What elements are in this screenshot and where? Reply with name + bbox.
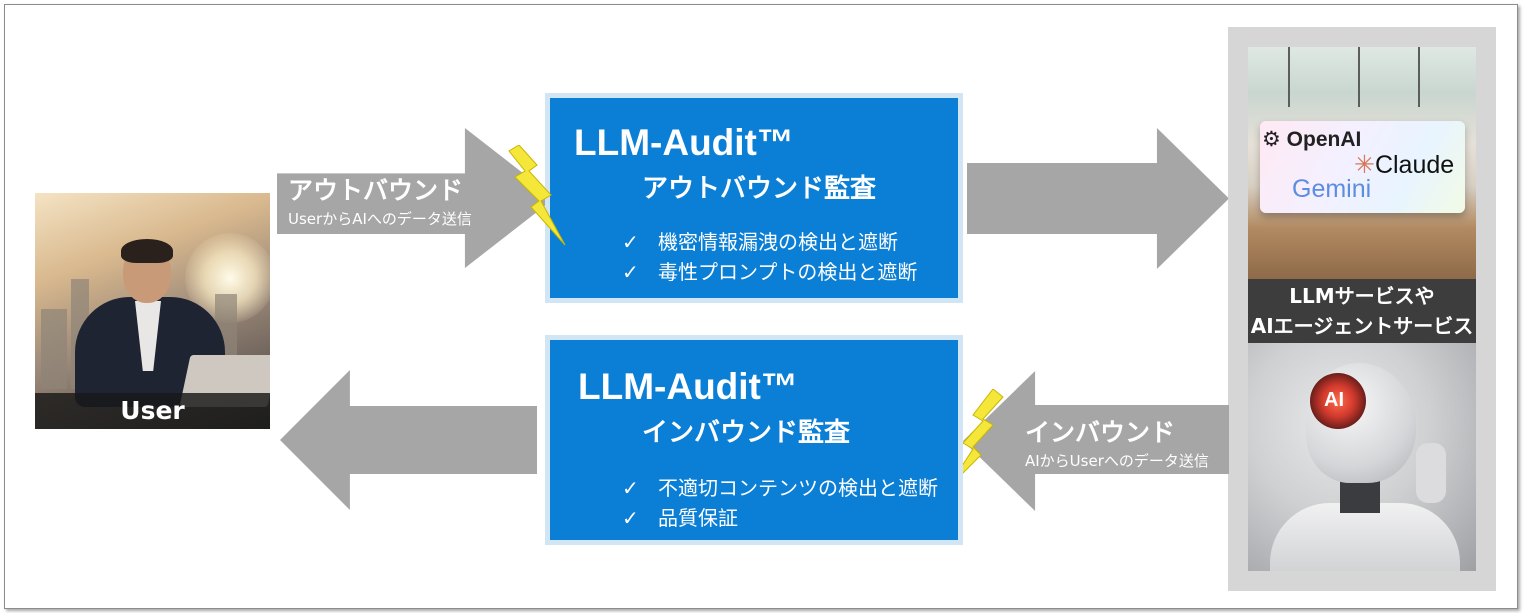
diagram-frame: User アウトバウンド UserからAIへのデータ送信 LLM-Audit™ …	[4, 4, 1518, 609]
outbound-audit-title: LLM-Audit™	[574, 122, 794, 163]
robot-hand	[1416, 443, 1446, 503]
inbound-check-item: ✓不適切コンテンツの検出と遮断	[622, 476, 938, 500]
lightning-icon	[508, 145, 566, 246]
building	[41, 309, 67, 389]
outbound-arrow-subtitle: UserからAIへのデータ送信	[288, 210, 472, 228]
inbound-audit-box: LLM-Audit™ インバウンド監査 ✓不適切コンテンツの検出と遮断 ✓品質保…	[545, 335, 963, 545]
gemini-logo: Gemini	[1292, 175, 1372, 203]
check-icon: ✓	[622, 476, 639, 500]
inbound-audit-subtitle: インバウンド監査	[642, 418, 851, 448]
inbound-check-item: ✓品質保証	[622, 506, 738, 530]
user-label: User	[35, 393, 270, 429]
inbound-audit-title: LLM-Audit™	[578, 366, 798, 407]
inbound-arrow-subtitle: AIからUserへのデータ送信	[1025, 452, 1209, 470]
robot-body	[1270, 503, 1460, 571]
person-hair	[121, 239, 173, 263]
ai-robot-photo: AI	[1248, 343, 1476, 571]
service-label-line1: LLMサービスや	[1289, 284, 1435, 308]
lightning-icon	[946, 389, 1004, 490]
check-icon: ✓	[622, 230, 639, 254]
to-service-arrow	[967, 128, 1229, 269]
service-photo-top: ⚙ OpenAI ✳Claude Gemini	[1248, 47, 1476, 279]
service-label: LLMサービスや AIエージェントサービス	[1248, 279, 1476, 343]
service-panel: ⚙ OpenAI ✳Claude Gemini LLMサービスや AIエージェン…	[1228, 27, 1496, 591]
check-icon: ✓	[622, 260, 639, 284]
robot-ai-text: AI	[1324, 389, 1344, 411]
claude-logo: ✳Claude	[1354, 151, 1455, 179]
openai-logo: ⚙ OpenAI	[1262, 128, 1362, 151]
service-label-line2: AIエージェントサービス	[1250, 314, 1474, 338]
outbound-check-item: ✓機密情報漏洩の検出と遮断	[622, 230, 898, 254]
laptop-screen	[1260, 121, 1465, 213]
check-icon: ✓	[622, 506, 639, 530]
service-image: ⚙ OpenAI ✳Claude Gemini LLMサービスや AIエージェン…	[1248, 47, 1476, 571]
robot-brain	[1310, 373, 1366, 429]
outbound-check-item: ✓毒性プロンプトの検出と遮断	[622, 260, 918, 284]
outbound-audit-subtitle: アウトバウンド監査	[642, 174, 877, 204]
outbound-audit-box: LLM-Audit™ アウトバウンド監査 ✓機密情報漏洩の検出と遮断 ✓毒性プロ…	[545, 93, 963, 303]
to-user-arrow	[280, 370, 537, 510]
user-photo: User	[35, 193, 270, 429]
inbound-arrow-title: インバウンド	[1025, 418, 1176, 447]
outbound-arrow-title: アウトバウンド	[288, 176, 464, 205]
